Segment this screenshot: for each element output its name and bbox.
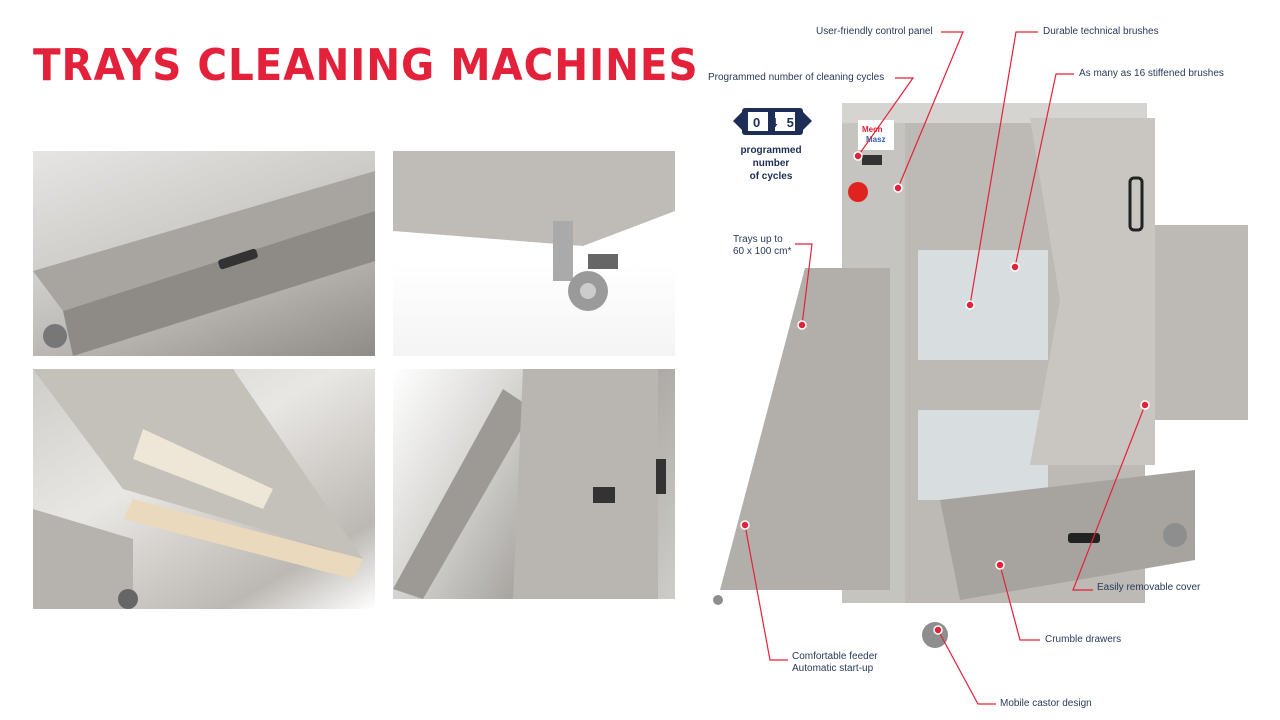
- page-title: TRAYS CLEANING MACHINES: [33, 40, 699, 91]
- callout-drawers: Crumble drawers: [1045, 634, 1122, 645]
- caption-line: of cycles: [749, 171, 793, 182]
- callout-feeder-line1: Comfortable feeder: [792, 651, 878, 662]
- counter-digits: 0 4 5: [753, 115, 794, 130]
- photo-crumble-drawer: [33, 151, 375, 356]
- photo-feeder-interior: [33, 369, 375, 609]
- brand-logo: Mech Masz: [862, 125, 886, 144]
- callout-trays-line1: Trays up to: [733, 234, 783, 245]
- callout-lines: [744, 31, 1146, 705]
- callout-stiffened-brushes: As many as 16 stiffened brushes: [1079, 68, 1224, 79]
- callout-cycles: Programmed number of cleaning cycles: [708, 72, 885, 83]
- callout-trays: Trays up to 60 x 100 cm*: [733, 234, 791, 258]
- callout-brushes: Durable technical brushes: [1043, 26, 1159, 37]
- svg-text:Masz: Masz: [866, 135, 886, 144]
- cycle-counter-icon: 0 4 5: [733, 108, 812, 135]
- callout-cover: Easily removable cover: [1097, 582, 1201, 593]
- feeder: [720, 268, 890, 590]
- photo-side-panel: [393, 369, 675, 599]
- counter-caption: programmed number of cycles: [736, 144, 806, 183]
- callout-trays-line2: 60 x 100 cm*: [733, 246, 792, 257]
- callout-feeder: Comfortable feeder Automatic start-up: [792, 651, 878, 675]
- callout-control-panel: User-friendly control panel: [816, 26, 933, 37]
- cycle-display: [862, 155, 882, 165]
- hinged-door: [1030, 118, 1155, 465]
- callout-castor: Mobile castor design: [1000, 698, 1092, 709]
- photo-castor-wheel: [393, 151, 675, 356]
- caption-line: number: [752, 158, 790, 169]
- emergency-stop: [848, 182, 868, 202]
- svg-text:Mech: Mech: [862, 125, 883, 134]
- caption-line: programmed: [740, 145, 802, 156]
- callout-feeder-line2: Automatic start-up: [792, 663, 874, 674]
- castor-wheel: [922, 622, 948, 648]
- callout-dots: [740, 151, 1150, 635]
